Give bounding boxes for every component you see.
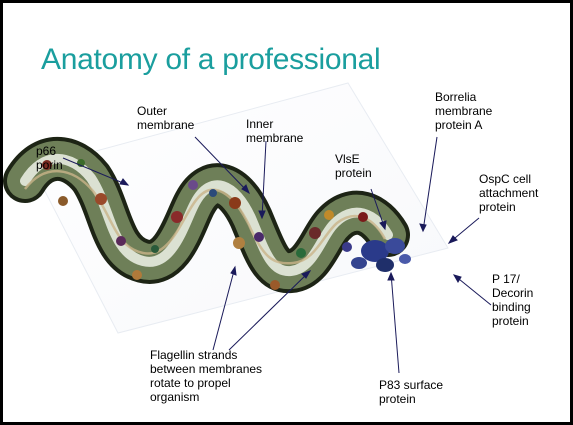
label-flagellin-strands: Flagellin strands between membranes rota… xyxy=(150,348,262,404)
label-vlse-protein: VlsE protein xyxy=(335,152,372,180)
label-ospc-protein: OspC cell attachment protein xyxy=(479,172,538,214)
label-p83-surface-protein: P83 surface protein xyxy=(379,378,443,406)
slide-title: Anatomy of a professional xyxy=(41,43,380,77)
label-p66-porin: p66 porin xyxy=(36,144,63,172)
label-outer-membrane: Outer membrane xyxy=(137,104,194,132)
label-p17-decorin-protein: P 17/ Decorin binding protein xyxy=(492,272,533,328)
label-borrelia-membrane-protein-a: Borrelia membrane protein A xyxy=(435,90,492,132)
label-inner-membrane: Inner membrane xyxy=(246,117,303,145)
